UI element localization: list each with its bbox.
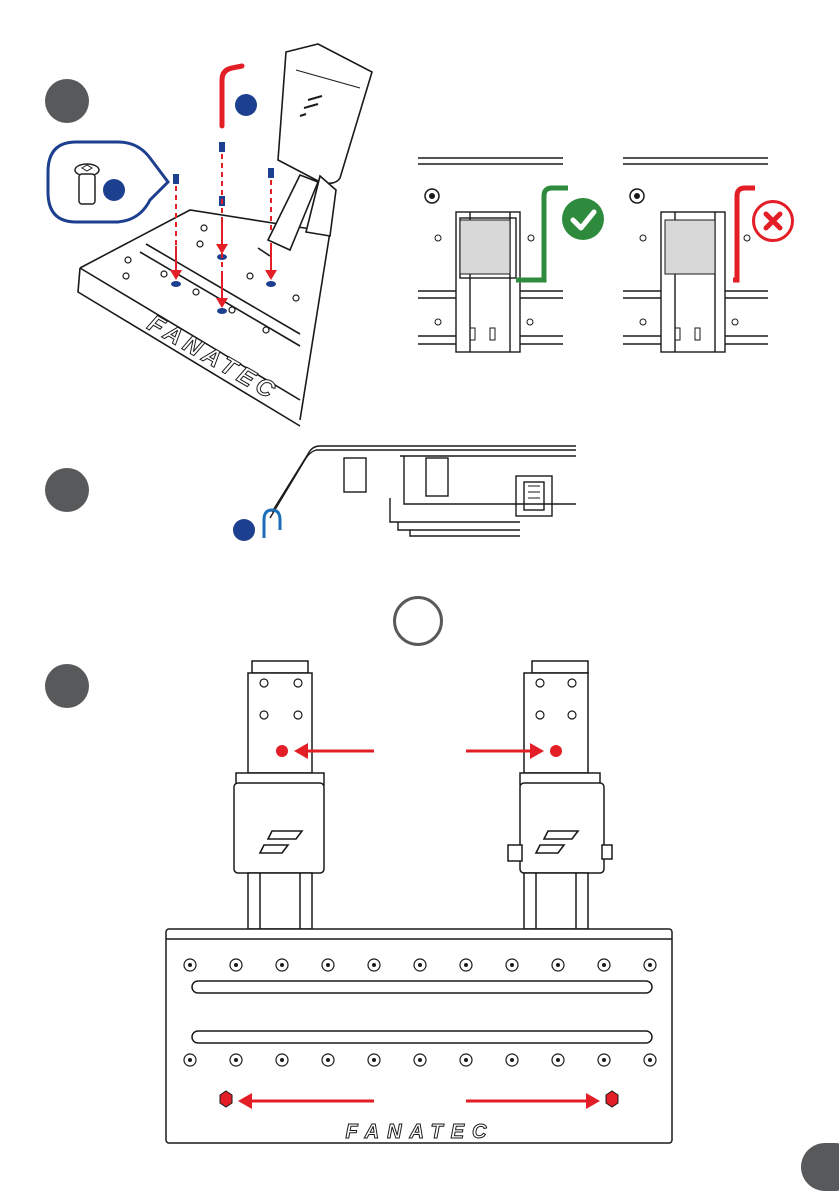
right-pedal-assembly <box>508 661 612 929</box>
left-pedal-assembly <box>234 661 324 929</box>
ribbed-connector <box>528 486 540 504</box>
step-2-side-view <box>220 440 590 550</box>
torx-screw-icon <box>75 164 99 204</box>
incorrect-mark-icon <box>752 200 794 242</box>
step-3-circle <box>45 664 89 708</box>
callout-badge-b <box>235 94 257 116</box>
right-adjust-hole <box>550 745 562 757</box>
left-bolt-icon <box>220 1091 232 1107</box>
step-3-front-view: FANATEC <box>160 655 680 1150</box>
page-number-tab <box>801 1143 839 1191</box>
arrow-heads <box>170 244 277 308</box>
left-adjust-hole <box>276 745 288 757</box>
callout-badge-c <box>233 519 255 541</box>
insertion-arrows <box>176 154 271 300</box>
incorrect-detail-panel <box>623 156 773 356</box>
correct-detail-panel <box>418 156 568 356</box>
pedal-arm <box>258 44 372 256</box>
plate-brand-front-text: FANATEC <box>346 1121 495 1143</box>
or-marker-circle <box>393 596 443 646</box>
hex-key-red <box>733 188 755 280</box>
hex-key-green <box>516 188 568 280</box>
hex-key-icon <box>222 66 242 126</box>
correct-mark-icon <box>562 198 604 240</box>
step-2-circle <box>45 468 89 512</box>
step-1-pedal-illustration: FANATEC <box>0 0 420 440</box>
right-bolt-icon <box>606 1091 618 1107</box>
grip-pad <box>665 220 715 274</box>
callout-badge-a <box>103 179 125 201</box>
top-arrows <box>294 743 544 759</box>
screws <box>173 142 274 206</box>
grip-pad <box>460 220 510 274</box>
